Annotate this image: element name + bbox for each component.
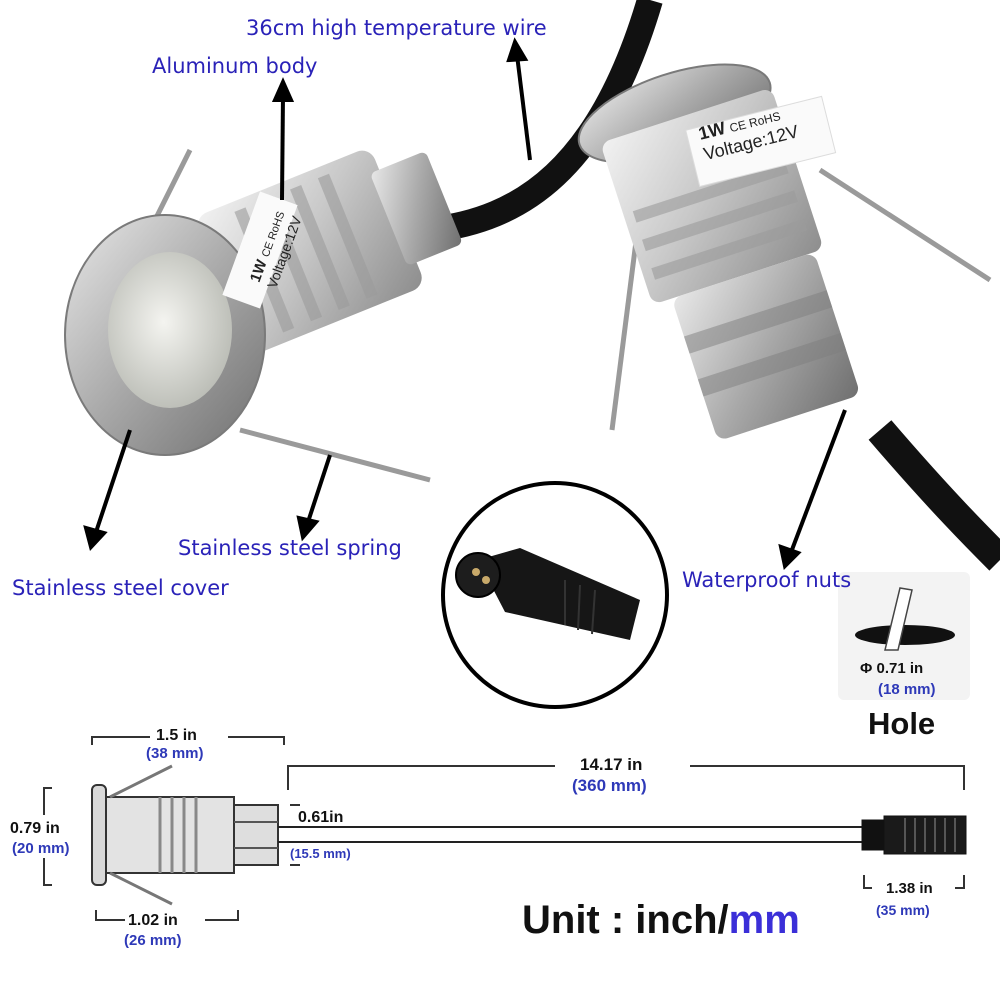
- unit-label: Unit : inch/mm: [522, 898, 800, 943]
- callout-wire: 36cm high temperature wire: [246, 16, 547, 40]
- hole-title: Hole: [868, 706, 936, 741]
- callout-arrows: [83, 37, 847, 571]
- callout-spring: Stainless steel spring: [178, 536, 402, 560]
- right-cable: [868, 420, 1000, 571]
- callout-cover: Stainless steel cover: [12, 576, 229, 600]
- left-spring-bottom: [239, 427, 431, 483]
- dim-plug-mm: (35 mm): [876, 902, 930, 918]
- left-cable: [428, 0, 663, 243]
- callout-body: Aluminum body: [152, 54, 318, 78]
- dim-wire-mm: (360 mm): [572, 776, 647, 795]
- unit-prefix: Unit : inch/: [522, 898, 729, 942]
- right-spring-right: [818, 167, 992, 283]
- connector-plug: [478, 548, 640, 640]
- left-label: [222, 191, 298, 309]
- dim-length-mm: (38 mm): [146, 745, 204, 762]
- dim-wire-in: 14.17 in: [580, 755, 643, 774]
- dim-body-mm: (26 mm): [124, 932, 182, 949]
- dim-nut-mm: (15.5 mm): [290, 846, 351, 861]
- dim-height-in: 0.79 in: [10, 820, 60, 837]
- dimension-drawing: [43, 736, 967, 921]
- dim-body-in: 1.02 in: [128, 912, 178, 929]
- hole-graphic: [855, 625, 955, 645]
- unit-suffix: mm: [728, 898, 800, 942]
- left-lens: [108, 252, 232, 408]
- dim-plug-in: 1.38 in: [886, 880, 933, 897]
- hole-diameter-in: Φ 0.71 in: [860, 660, 924, 677]
- callout-nuts: Waterproof nuts: [682, 568, 852, 592]
- hole-diameter-mm: (18 mm): [878, 681, 936, 698]
- right-fixture: [577, 63, 859, 439]
- dim-length-in: 1.5 in: [156, 727, 197, 744]
- dim-nut-in: 0.61in: [298, 809, 344, 826]
- dim-height-mm: (20 mm): [12, 840, 70, 857]
- right-label: [685, 95, 837, 188]
